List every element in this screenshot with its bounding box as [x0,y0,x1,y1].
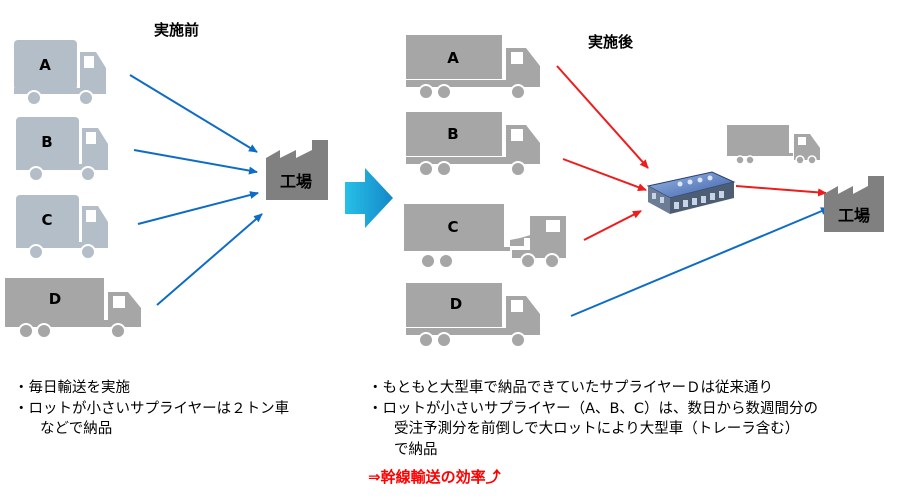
flow-diagram: A B C D 工場 [5,35,884,348]
truck-b-label-after: B [447,125,458,143]
factory-label-after: 工場 [838,206,870,225]
truck-c-after: C [404,204,566,269]
after-note-2: ・ロットが小さいサプライヤー（A、B、C）は、数日から数週間分の [368,400,819,417]
after-note-1: ・もともと大型車で納品できていたサプライヤーＤは従来通り [368,380,773,396]
truck-c-before: C [16,195,108,260]
truck-a-after: A [406,35,540,100]
truck-b-before: B [16,117,108,182]
after-note-4: で納品 [394,441,438,458]
after-notes: ・もともと大型車で納品できていたサプライヤーＤは従来通り ・ロットが小さいサプラ… [368,378,818,460]
truck-a-before: A [14,40,106,106]
truck-c-label-before: C [41,211,52,229]
truck-a-label-before: A [39,56,51,74]
result-highlight: ⇒幹線輸送の効率⤴ [368,468,501,486]
arrow-d-after [570,207,830,317]
trailer-icon [727,125,820,165]
truck-a-label-after: A [447,49,459,67]
arrows-after-red [556,65,827,241]
after-note-3: 受注予測分を前倒しで大ロットにより大型車（トレーラ含む） [394,421,800,437]
truck-d-after: D [406,283,540,348]
truck-d-label-before: D [49,290,61,308]
after-heading: 実施後 [588,33,634,51]
before-note-2: ・ロットが小さいサプライヤーは２トン車 [14,400,290,417]
before-note-1: ・毎日輸送を実施 [14,380,130,396]
factory-before: 工場 [266,140,328,200]
factory-label-before: 工場 [280,172,312,191]
truck-d-label-after: D [450,295,462,313]
before-notes: ・毎日輸送を実施 ・ロットが小さいサプライヤーは２トン車 などで納品 [14,378,289,440]
before-heading: 実施前 [154,21,200,39]
arrows-before [129,74,263,306]
truck-b-label-before: B [41,133,52,151]
transition-arrow [345,168,393,228]
factory-after: 工場 [824,176,884,232]
warehouse-icon [646,171,736,214]
truck-d-before: D [5,278,141,339]
truck-c-label-after: C [447,218,458,236]
truck-b-after: B [406,112,540,177]
before-note-3: などで納品 [40,421,113,437]
